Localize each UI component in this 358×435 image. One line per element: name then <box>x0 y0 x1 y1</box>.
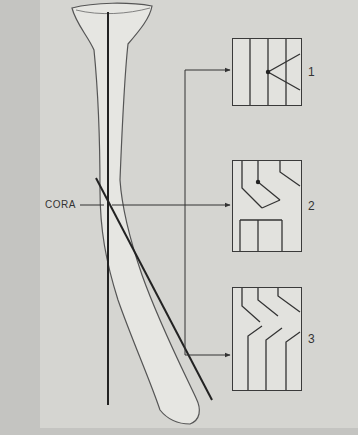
callout-number: 2 <box>308 199 315 213</box>
callout-number: 3 <box>308 332 315 346</box>
osteotomy-box: 1 <box>232 38 302 106</box>
osteotomy-box: 3 <box>232 287 302 391</box>
osteotomy-box: 2 <box>232 160 302 252</box>
callout-number: 1 <box>308 65 315 79</box>
point-label: CORA <box>44 199 77 210</box>
